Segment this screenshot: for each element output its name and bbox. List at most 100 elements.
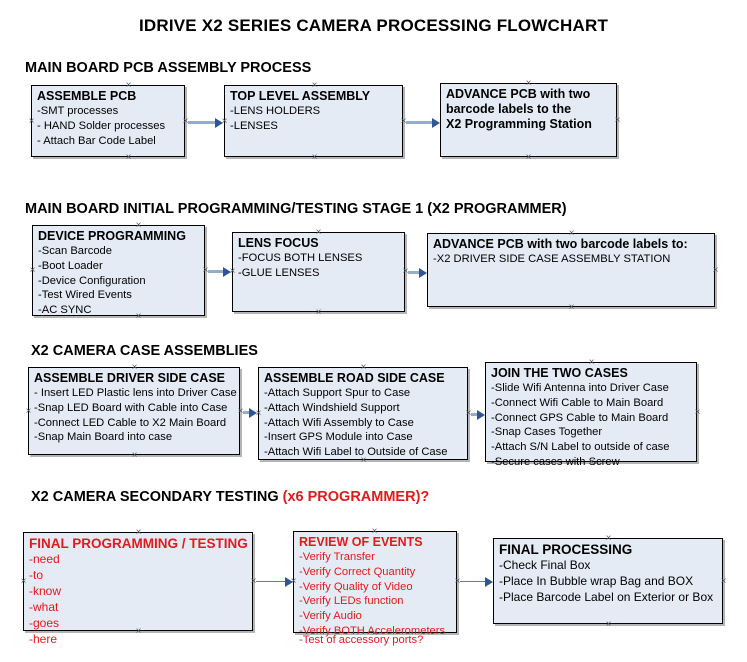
arrow-toplevel-to-advance	[406, 117, 440, 128]
section-heading-4-accent: (x6 PROGRAMMER)?	[282, 489, 430, 505]
node-top-level-assembly[interactable]: TOP LEVEL ASSEMBLY -LENS HOLDERS -LENSES	[224, 85, 403, 157]
arrow-head-icon	[249, 407, 257, 418]
node-line: -Connect LED Cable to X2 Main Board	[34, 416, 227, 429]
arrow-review-to-finalprocessing	[460, 576, 493, 587]
node-line: - HAND Solder processes	[37, 119, 166, 132]
connection-point-marker	[220, 117, 229, 126]
node-line: -Verify Audio	[299, 610, 362, 623]
node-line: -Attach Wifi Label to Outside of Case	[264, 446, 448, 459]
connection-point-marker	[567, 303, 576, 312]
section-heading-3: X2 CAMERA CASE ASSEMBLIES	[31, 343, 258, 359]
node-line: -AC SYNC	[38, 304, 92, 317]
connection-point-marker	[130, 451, 139, 460]
connection-point-marker	[314, 308, 323, 317]
node-advance-pcb-driver-side-station[interactable]: ADVANCE PCB with two barcode labels to: …	[427, 233, 715, 307]
node-line: -Connect Wifi Cable to Main Board	[491, 396, 664, 409]
connection-point-marker	[524, 79, 533, 88]
connection-point-marker	[19, 577, 28, 586]
node-line: -Scan Barcode	[38, 244, 113, 257]
node-line: -Verify Transfer	[299, 550, 375, 563]
connection-point-marker	[134, 312, 143, 321]
node-line: -Verify Quality of Video	[299, 580, 413, 593]
connection-point-marker	[587, 458, 596, 467]
connection-point-marker	[370, 527, 379, 536]
node-line: -Attach S/N Label to outside of case	[491, 441, 670, 454]
arrow-head-icon	[419, 267, 427, 278]
arrow-driver-to-road	[243, 407, 257, 418]
arrow-head-icon	[432, 117, 440, 128]
node-assemble-pcb[interactable]: ASSEMBLE PCB -SMT processes - HAND Solde…	[31, 85, 185, 157]
connection-point-marker	[314, 228, 323, 237]
connection-point-marker	[310, 153, 319, 162]
node-overflow-line: -Test of accessory ports?	[299, 634, 424, 646]
node-title: ADVANCE PCB with two barcode labels to:	[433, 237, 688, 251]
arrow-head-icon	[215, 117, 223, 128]
connection-point-marker	[289, 577, 298, 586]
connection-point-marker	[124, 81, 133, 90]
node-line: -Place In Bubble wrap Bag and BOX	[499, 573, 694, 588]
node-line: -Attach Support Spur to Case	[264, 386, 411, 399]
node-title: REVIEW OF EVENTS	[299, 535, 423, 549]
section-heading-2-text: MAIN BOARD INITIAL PROGRAMMING/TESTING S…	[25, 201, 567, 217]
node-line: -Connect GPS Cable to Main Board	[491, 411, 669, 424]
node-title: FINAL PROCESSING	[499, 542, 633, 557]
connection-point-marker	[719, 577, 728, 586]
node-line: -to	[29, 567, 44, 582]
node-title: ADVANCE PCB with two	[446, 87, 591, 101]
node-review-of-events[interactable]: REVIEW OF EVENTS -Verify Transfer -Verif…	[293, 531, 457, 646]
connection-point-marker	[613, 116, 622, 125]
node-line: -know	[29, 583, 62, 598]
node-device-programming[interactable]: DEVICE PROGRAMMING -Scan Barcode -Boot L…	[32, 225, 205, 316]
connection-point-marker	[134, 221, 143, 230]
node-title: FINAL PROGRAMMING / TESTING	[29, 536, 248, 551]
connection-point-marker	[524, 153, 533, 162]
arrow-pcb-to-toplevel	[188, 117, 223, 128]
connection-point-marker	[228, 267, 237, 276]
connection-point-marker	[370, 629, 379, 638]
connection-point-marker	[567, 229, 576, 238]
node-title: ASSEMBLE DRIVER SIDE CASE	[34, 371, 226, 385]
node-line: -Attach Wifi Assembly to Case	[264, 416, 414, 429]
node-line: -what	[29, 599, 59, 614]
connection-point-marker	[254, 409, 263, 418]
node-line: -Snap LED Board with Cable into Case	[34, 401, 228, 414]
connection-point-marker	[693, 408, 702, 417]
section-heading-1: MAIN BOARD PCB ASSEMBLY PROCESS	[25, 60, 311, 76]
node-title: LENS FOCUS	[238, 236, 319, 250]
node-final-programming-testing[interactable]: FINAL PROGRAMMING / TESTING -need -to -k…	[23, 532, 253, 646]
node-line: -LENSES	[230, 119, 278, 132]
node-lens-focus[interactable]: LENS FOCUS -FOCUS BOTH LENSES -GLUE LENS…	[232, 232, 405, 312]
node-assemble-road-side-case[interactable]: ASSEMBLE ROAD SIDE CASE -Attach Support …	[258, 367, 468, 460]
section-heading-2: MAIN BOARD INITIAL PROGRAMMING/TESTING S…	[25, 201, 567, 217]
node-line: -Snap Cases Together	[491, 426, 603, 439]
node-line: -goes	[29, 615, 60, 630]
node-line: -Snap Main Board into case	[34, 431, 173, 444]
arrow-device-to-lensfocus	[208, 266, 231, 277]
node-final-processing[interactable]: FINAL PROCESSING -Check Final Box -Place…	[493, 538, 723, 624]
connection-point-marker	[24, 407, 33, 416]
arrow-head-icon	[485, 576, 493, 587]
node-assemble-driver-side-case[interactable]: ASSEMBLE DRIVER SIDE CASE - Insert LED P…	[28, 367, 240, 455]
connection-point-marker	[310, 81, 319, 90]
connection-point-marker	[604, 620, 613, 629]
node-line: -X2 DRIVER SIDE CASE ASSEMBLY STATION	[433, 252, 671, 265]
node-advance-pcb-programming-station[interactable]: ADVANCE PCB with two barcode labels to t…	[440, 83, 617, 157]
node-line: -Device Configuration	[38, 274, 146, 287]
node-title: JOIN THE TWO CASES	[491, 366, 628, 380]
node-join-the-two-cases[interactable]: JOIN THE TWO CASES -Slide Wifi Antenna i…	[485, 362, 697, 468]
node-line: -Insert GPS Module into Case	[264, 431, 413, 444]
node-line: -Boot Loader	[38, 259, 103, 272]
node-line: -LENS HOLDERS	[230, 104, 321, 117]
arrow-lensfocus-to-advance	[408, 267, 427, 278]
arrow-finalprog-to-review	[256, 576, 293, 587]
section-heading-4: X2 CAMERA SECONDARY TESTING (x6 PROGRAMM…	[31, 489, 429, 505]
connection-point-marker	[28, 266, 37, 275]
connection-point-marker	[359, 456, 368, 465]
connection-point-marker	[124, 153, 133, 162]
node-line: -GLUE LENSES	[238, 266, 320, 279]
connection-point-marker	[134, 528, 143, 537]
node-title: ASSEMBLE ROAD SIDE CASE	[264, 371, 445, 385]
arrow-road-to-join	[471, 409, 485, 420]
node-line: - Attach Bar Code Label	[37, 134, 156, 147]
